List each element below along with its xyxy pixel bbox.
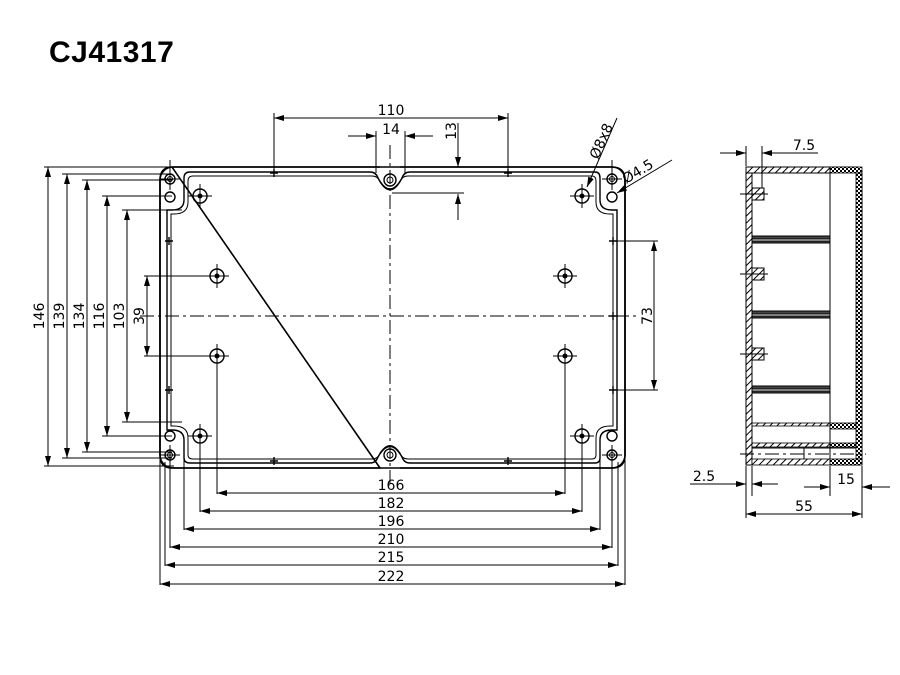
dim-15: 15 xyxy=(837,472,855,488)
dim-222: 222 xyxy=(378,569,405,585)
dim-139: 139 xyxy=(52,303,68,330)
top-view: 110 14 13 Ø8x8 Ø4.5 146 139 134 116 103 … xyxy=(32,103,673,587)
dim-182: 182 xyxy=(378,496,405,512)
dim-103: 103 xyxy=(112,303,128,330)
dim-116: 116 xyxy=(92,303,108,330)
dim-73: 73 xyxy=(640,307,656,325)
dim-134: 134 xyxy=(72,303,88,330)
dim-boss-dia: Ø8x8 xyxy=(587,121,617,161)
side-view: 7.5 2.5 15 55 xyxy=(690,138,890,518)
dim-110: 110 xyxy=(378,103,405,119)
dim-146: 146 xyxy=(32,303,48,330)
dim-mount-dia: Ø4.5 xyxy=(620,157,657,188)
screw-bosses xyxy=(160,160,622,475)
dim-210: 210 xyxy=(378,532,405,548)
mount-holes xyxy=(164,173,618,461)
model-title: CJ41317 xyxy=(49,36,175,69)
dim-215: 215 xyxy=(378,550,405,566)
dim-39: 39 xyxy=(132,307,148,325)
dim-14: 14 xyxy=(382,122,400,138)
dim-2.5: 2.5 xyxy=(693,469,715,485)
dim-55: 55 xyxy=(795,499,813,515)
dim-166: 166 xyxy=(378,478,405,494)
dim-7.5: 7.5 xyxy=(793,138,815,154)
dim-13: 13 xyxy=(444,122,460,140)
dim-196: 196 xyxy=(378,514,405,530)
